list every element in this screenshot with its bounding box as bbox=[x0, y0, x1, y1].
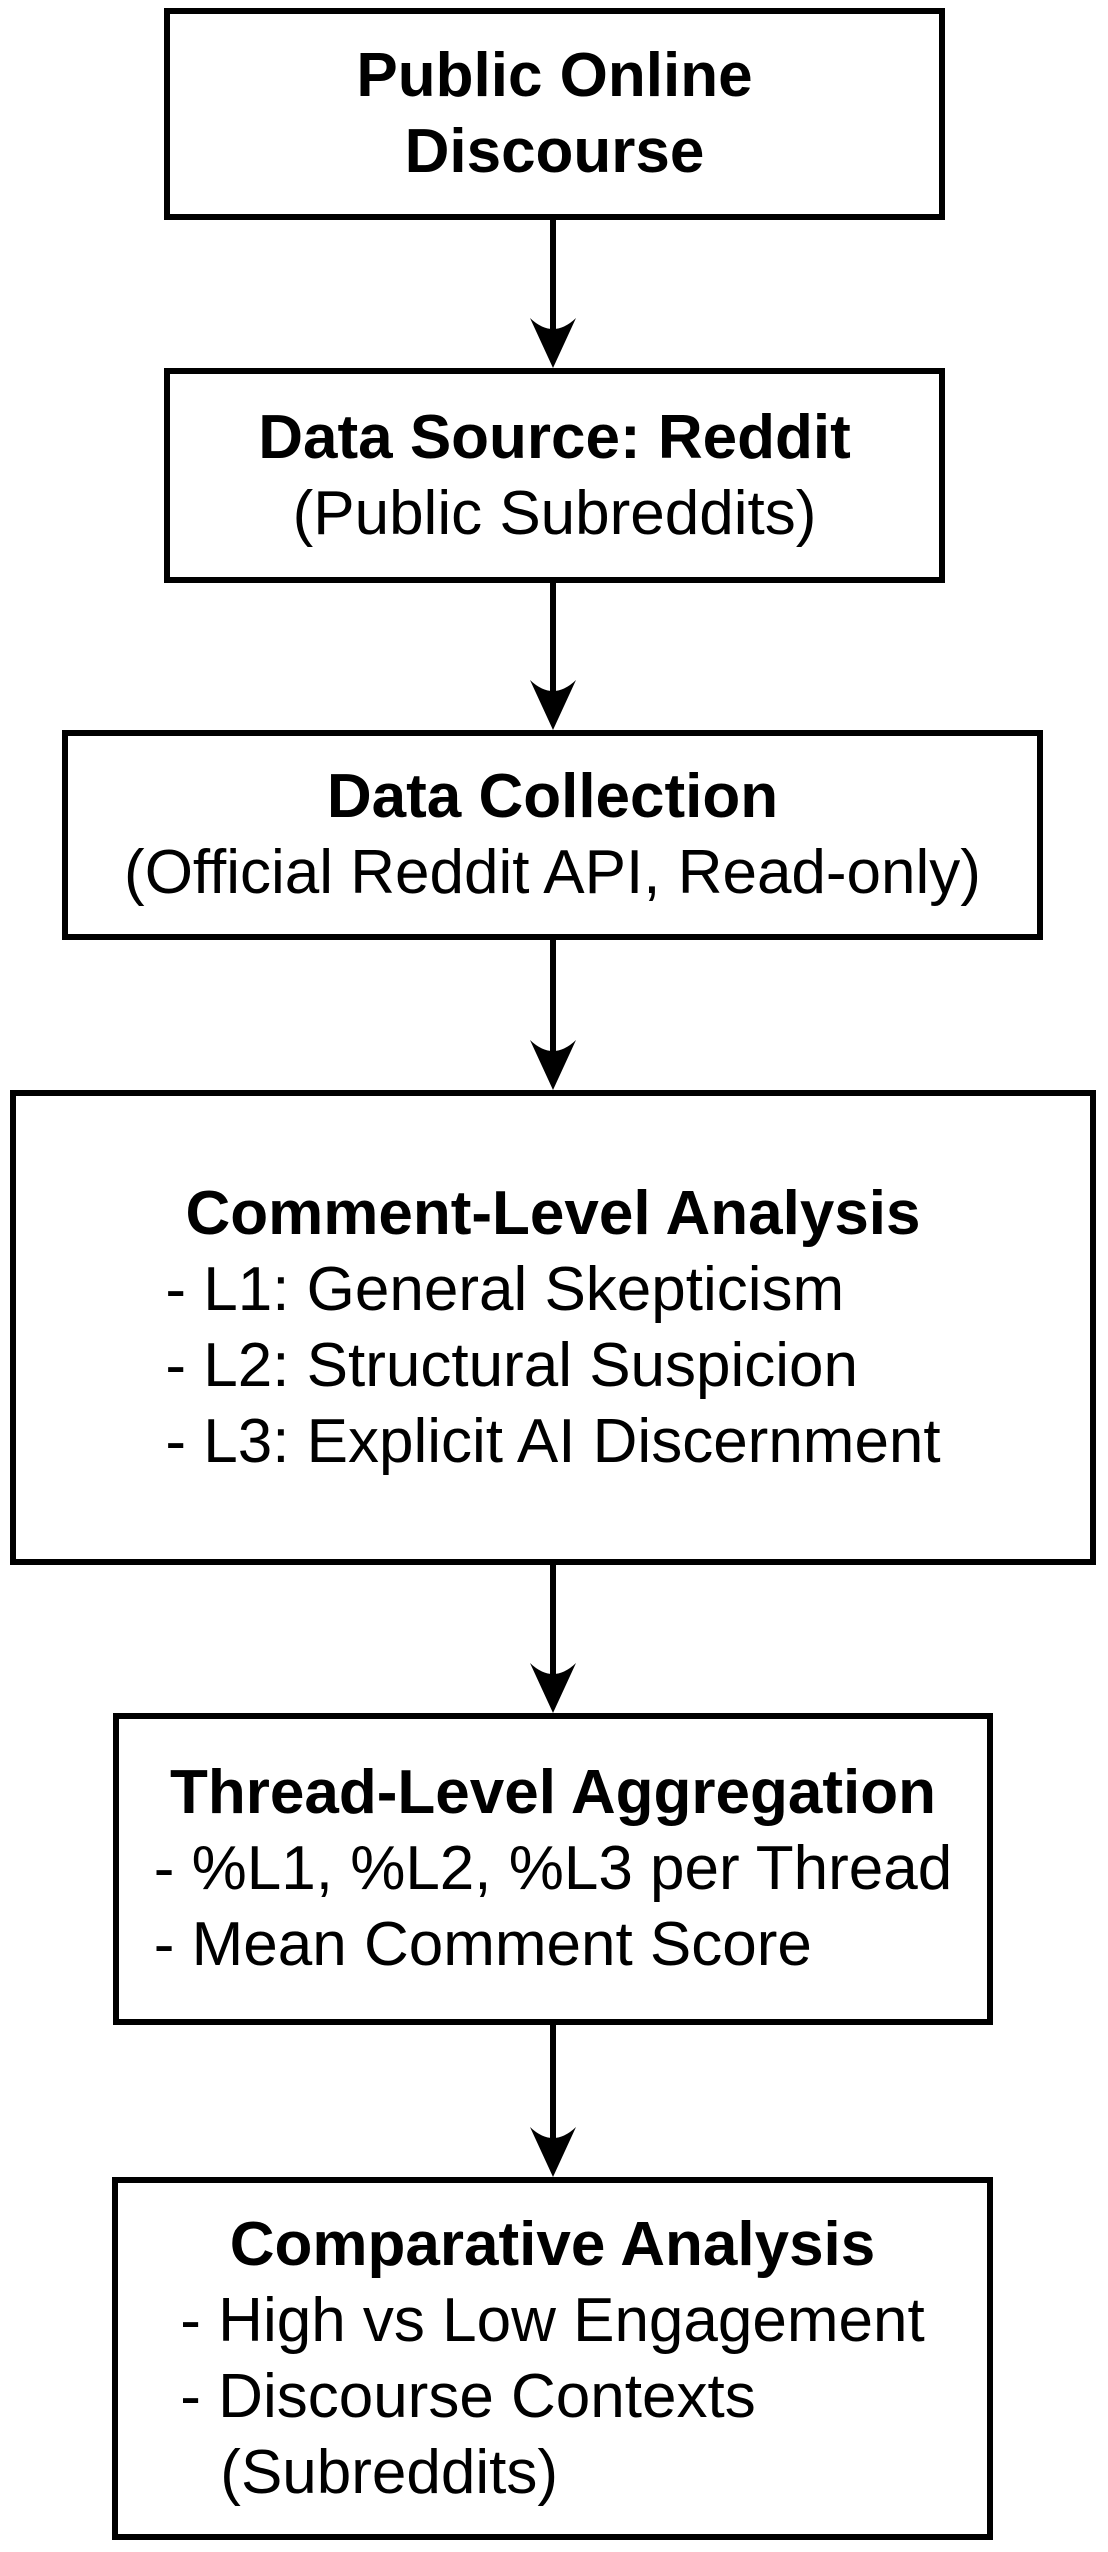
box-title: Comment-Level Analysis bbox=[185, 1178, 921, 1248]
bullet-item-continuation: (Subreddits) bbox=[220, 2437, 558, 2507]
arrow-down-icon bbox=[530, 2125, 576, 2177]
flow-box-comment-level-analysis: Comment-Level Analysis - L1: General Ske… bbox=[10, 1090, 1096, 1565]
box-title: Data Collection bbox=[326, 762, 779, 831]
box-title: Comparative Analysis bbox=[229, 2209, 876, 2279]
arrow-shaft bbox=[550, 583, 556, 710]
flow-box-public-online-discourse: Public Online Discourse bbox=[164, 8, 945, 220]
arrow-down-icon bbox=[530, 1038, 576, 1090]
box-title: Thread-Level Aggregation bbox=[170, 1758, 936, 1827]
arrow-down-icon bbox=[530, 316, 576, 368]
bullet-item: - Discourse Contexts bbox=[180, 2361, 756, 2431]
flow-box-data-source-reddit: Data Source: Reddit (Public Subreddits) bbox=[164, 368, 945, 583]
flow-arrow-5 bbox=[530, 2025, 576, 2177]
flow-box-thread-level-aggregation: Thread-Level Aggregation - %L1, %L2, %L3… bbox=[113, 1713, 993, 2025]
arrow-shaft bbox=[550, 940, 556, 1070]
flow-arrow-3 bbox=[530, 940, 576, 1090]
bullet-list: - High vs Low Engagement - Discourse Con… bbox=[180, 2283, 924, 2511]
bullet-item: - Mean Comment Score bbox=[153, 1910, 812, 1979]
box-title-line: Public Online bbox=[356, 41, 753, 110]
flow-arrow-4 bbox=[530, 1565, 576, 1713]
flow-box-data-collection: Data Collection (Official Reddit API, Re… bbox=[62, 730, 1043, 940]
bullet-list: - L1: General Skepticism - L2: Structura… bbox=[165, 1252, 940, 1480]
bullet-item: - L3: Explicit AI Discernment bbox=[165, 1406, 941, 1476]
bullet-item: - L2: Structural Suspicion bbox=[165, 1330, 859, 1400]
bullet-list: - %L1, %L2, %L3 per Thread - Mean Commen… bbox=[154, 1831, 952, 1983]
bullet-item: - L1: General Skepticism bbox=[165, 1254, 845, 1324]
arrow-down-icon bbox=[530, 1661, 576, 1713]
box-title: Data Source: Reddit bbox=[258, 402, 851, 472]
arrow-shaft bbox=[550, 1565, 556, 1693]
box-title-line: Discourse bbox=[404, 117, 705, 186]
box-subtitle: (Public Subreddits) bbox=[292, 478, 817, 548]
box-subtitle: (Official Reddit API, Read-only) bbox=[124, 838, 981, 907]
bullet-item: - High vs Low Engagement bbox=[180, 2285, 925, 2355]
arrow-shaft bbox=[550, 2025, 556, 2157]
arrow-down-icon bbox=[530, 678, 576, 730]
flow-arrow-1 bbox=[530, 220, 576, 368]
arrow-shaft bbox=[550, 220, 556, 348]
flow-arrow-2 bbox=[530, 583, 576, 730]
flow-box-comparative-analysis: Comparative Analysis - High vs Low Engag… bbox=[112, 2177, 993, 2540]
bullet-item: - %L1, %L2, %L3 per Thread bbox=[153, 1834, 953, 1903]
